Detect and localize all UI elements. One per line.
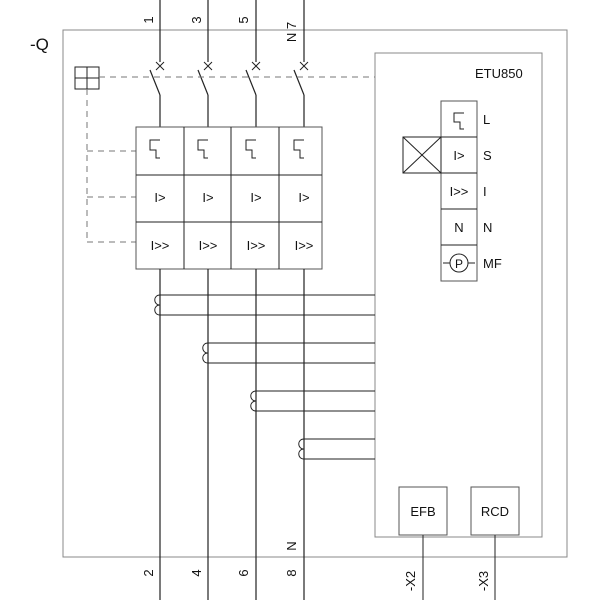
etu-function-letter-l: L — [483, 112, 490, 127]
etu-function-column — [440, 100, 478, 282]
terminal-label-2: 2 — [141, 569, 156, 576]
terminal-label-1: 1 — [141, 16, 156, 23]
overload-release-1: I> — [154, 190, 165, 205]
neutral-bottom-label: N — [284, 541, 299, 550]
terminal-label-5: 5 — [236, 16, 251, 23]
terminal-label-n7: N 7 — [284, 22, 299, 42]
svg-text:6: 6 — [236, 569, 251, 576]
device-frame — [62, 29, 568, 558]
svg-text:3: 3 — [189, 16, 204, 23]
short-circuit-release-2: I>> — [199, 238, 218, 253]
etu-function-symbol-n: N — [454, 220, 463, 235]
rcd-label: RCD — [481, 504, 509, 519]
terminal-label-4: 4 — [189, 569, 204, 576]
svg-text:4: 4 — [189, 569, 204, 576]
output-label-x2: -X2 — [403, 571, 418, 591]
overload-release-2: I> — [202, 190, 213, 205]
svg-text:2: 2 — [141, 569, 156, 576]
output-label-x3: -X3 — [476, 571, 491, 591]
etu-function-letter-mf: MF — [483, 256, 502, 271]
short-circuit-release-4: I>> — [295, 238, 314, 253]
overload-release-4: I> — [298, 190, 309, 205]
terminal-label-8: 8 — [284, 569, 299, 576]
svg-text:N 7: N 7 — [284, 22, 299, 42]
terminal-label-3: 3 — [189, 16, 204, 23]
current-transformers — [154, 294, 375, 460]
svg-text:-X3: -X3 — [476, 571, 491, 591]
etu-function-letter-n: N — [483, 220, 492, 235]
overload-release-3: I> — [250, 190, 261, 205]
manual-operator-icon — [74, 66, 100, 90]
device-designation: -Q — [30, 35, 49, 54]
pole-conductors-bottom — [159, 269, 305, 600]
svg-text:-X2: -X2 — [403, 571, 418, 591]
crossed-box-icon — [402, 136, 442, 174]
etu-function-symbol-s: I> — [453, 148, 464, 163]
pole-conductors-top — [149, 0, 309, 127]
svg-text:P: P — [455, 257, 463, 271]
svg-text:N: N — [284, 541, 299, 550]
short-circuit-release-1: I>> — [151, 238, 170, 253]
mechanical-linkage — [86, 76, 375, 243]
thermal-release-symbols — [149, 139, 304, 159]
svg-text:1: 1 — [141, 16, 156, 23]
short-circuit-release-3: I>> — [247, 238, 266, 253]
efb-module — [398, 486, 448, 536]
long-time-thermal-icon — [453, 112, 464, 130]
etu-label: ETU850 — [475, 66, 523, 81]
efb-label: EFB — [410, 504, 435, 519]
power-meter-icon: P — [443, 253, 475, 273]
terminal-label-6: 6 — [236, 569, 251, 576]
etu-function-letter-s: S — [483, 148, 492, 163]
etu-function-letter-i: I — [483, 184, 487, 199]
etu-function-symbol-i: I>> — [450, 184, 469, 199]
svg-text:8: 8 — [284, 569, 299, 576]
release-block — [135, 126, 323, 270]
svg-text:5: 5 — [236, 16, 251, 23]
